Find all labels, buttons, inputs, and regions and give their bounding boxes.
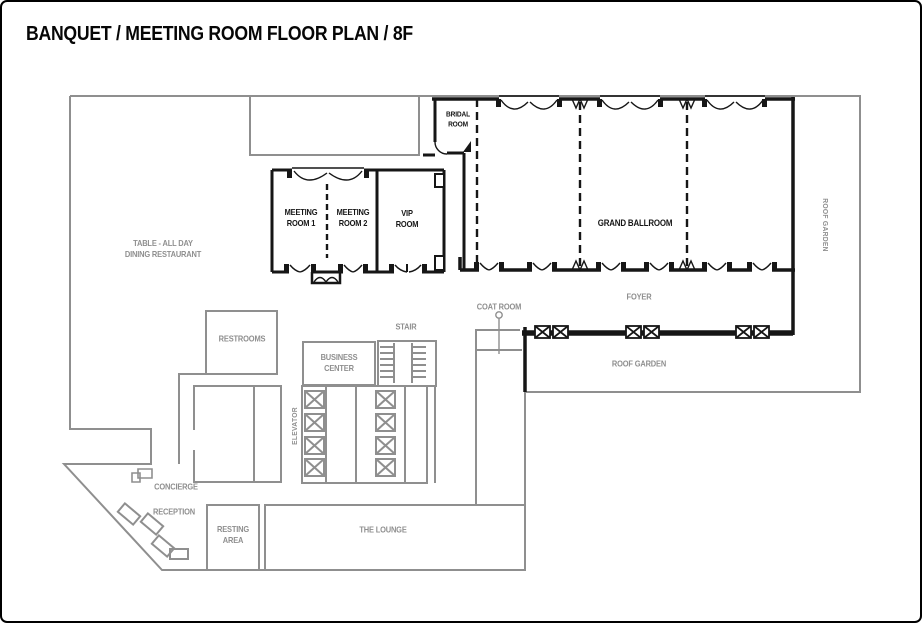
ballroom-walls bbox=[432, 97, 795, 335]
room-label-bridal-room: BRIDAL ROOM bbox=[446, 109, 470, 128]
meeting-rooms-notches bbox=[434, 173, 445, 271]
coat-room-leader bbox=[495, 311, 503, 354]
room-label-stair: STAIR bbox=[395, 321, 417, 332]
elevator-shafts bbox=[304, 390, 396, 477]
door-swings bbox=[289, 95, 772, 283]
room-label-elevator: ELEVATOR bbox=[290, 407, 300, 445]
door-hinge-stubs bbox=[284, 99, 777, 272]
concierge-desk-icon bbox=[131, 468, 153, 483]
room-label-restaurant: TABLE - ALL DAY DINING RESTAURANT bbox=[124, 237, 202, 259]
room-label-meeting-room-1: MEETING ROOM 1 bbox=[284, 206, 318, 228]
room-label-the-lounge: THE LOUNGE bbox=[359, 524, 407, 535]
reception-desks-icon bbox=[116, 501, 189, 560]
room-label-grand-ballroom: GRAND BALLROOM bbox=[597, 218, 673, 229]
building-outline bbox=[61, 95, 861, 571]
room-label-resting-area: RESTING AREA bbox=[216, 523, 250, 545]
room-label-roof-garden-right: ROOF GARDEN bbox=[820, 198, 830, 252]
partition-dashed-lines bbox=[325, 99, 689, 267]
bridal-door-leaf bbox=[463, 141, 471, 152]
room-label-meeting-room-2: MEETING ROOM 2 bbox=[336, 206, 370, 228]
room-label-reception: RECEPTION bbox=[152, 506, 196, 517]
page-title: BANQUET / MEETING ROOM FLOOR PLAN / 8F bbox=[26, 22, 413, 45]
room-label-roof-garden-lower: ROOF GARDEN bbox=[611, 358, 667, 369]
room-label-concierge: CONCIERGE bbox=[154, 481, 198, 492]
room-label-restrooms: RESTROOMS bbox=[218, 333, 266, 344]
door-x-symbols bbox=[534, 325, 770, 339]
stair-symbol bbox=[377, 340, 437, 387]
bridal-room-walls bbox=[423, 99, 466, 270]
interior-partitions-gray bbox=[178, 310, 525, 571]
room-label-foyer: FOYER bbox=[626, 291, 652, 302]
room-label-business-center: BUSINESS CENTER bbox=[320, 351, 358, 373]
room-label-vip-room: VIP ROOM bbox=[395, 207, 419, 229]
bridal-door-arc bbox=[434, 141, 448, 155]
room-label-coat-room: COAT ROOM bbox=[476, 301, 522, 312]
